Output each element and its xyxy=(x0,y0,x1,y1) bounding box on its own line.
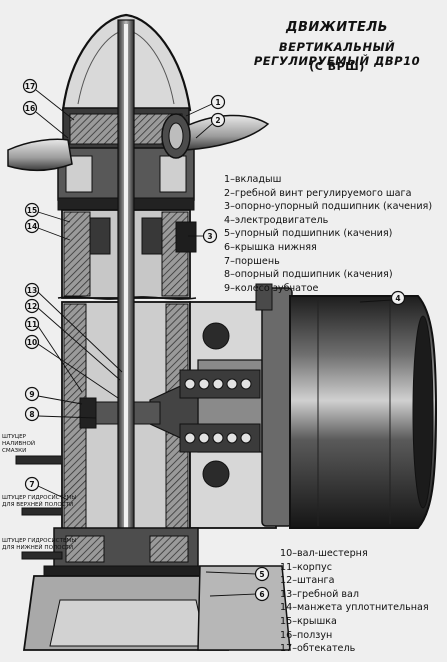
callout-3-number: 3 xyxy=(207,232,212,241)
legend-item-13: 13–гребной вал xyxy=(280,588,360,600)
callout-13: 13 xyxy=(24,282,40,298)
legend-item-5: 5–упорный подшипник (качения) xyxy=(224,228,393,240)
legend-item-11: 11–корпус xyxy=(280,561,332,573)
callout-2: 2 xyxy=(210,112,226,128)
callout-7-number: 7 xyxy=(29,480,34,489)
callout-15: 15 xyxy=(24,202,40,218)
legend-item-15: 15–крышка xyxy=(280,615,337,627)
electric-motor xyxy=(255,283,438,529)
callout-15-number: 15 xyxy=(27,206,37,215)
legend-item-12: 12–штанга xyxy=(280,575,335,587)
callout-12-number: 12 xyxy=(27,302,37,311)
callout-11: 11 xyxy=(24,316,40,332)
label-grease-fitting-2: НАЛИВНОЙ xyxy=(2,440,35,447)
callout-markers: 17 16 1 2 15 14 3 4 13 12 11 10 9 8 7 5 … xyxy=(22,78,406,602)
diagram-title-line-3: (С ВРШ) xyxy=(309,60,365,73)
legend-item-4: 4–электродвигатель xyxy=(224,214,329,226)
hydraulic-fittings xyxy=(15,455,63,560)
callout-3: 3 xyxy=(202,228,218,244)
bottom-housing xyxy=(22,527,291,651)
callout-9: 9 xyxy=(24,386,40,402)
parts-legend-upper: 1–вкладыш 2–гребной винт регулируемого ш… xyxy=(224,173,432,295)
callout-2-number: 2 xyxy=(215,116,220,125)
callout-11-number: 11 xyxy=(27,320,37,329)
callout-5-number: 5 xyxy=(259,570,264,579)
legend-item-14: 14–манжета уплотнительная xyxy=(280,602,429,614)
callout-8: 8 xyxy=(24,406,40,422)
legend-item-7: 7–поршень xyxy=(224,255,280,267)
parts-legend-lower: 10–вал-шестерня 11–корпус 12–штанга 13–г… xyxy=(280,547,429,656)
diagram-title-line-1: ДВИЖИТЕЛЬ xyxy=(285,20,389,35)
callout-5: 5 xyxy=(254,566,270,582)
main-shaft xyxy=(117,19,135,589)
propeller-blades xyxy=(7,113,270,172)
legend-item-9: 9–колесо зубчатое xyxy=(224,282,319,294)
label-upper-fitting-2: ДЛЯ ВЕРХНЕЙ ПОЛОСТИ xyxy=(2,501,73,508)
bevel-gear-set xyxy=(79,369,261,453)
legend-item-16: 16–ползун xyxy=(280,629,333,641)
label-lower-fitting-1: ШТУЦЕР ГИДРОСИСТЕМЫ xyxy=(2,538,76,544)
legend-item-6: 6–крышка нижняя xyxy=(224,241,317,253)
callout-17-number: 17 xyxy=(25,82,35,91)
callout-14: 14 xyxy=(24,218,40,234)
legend-item-8: 8–опорный подшипник (качения) xyxy=(224,269,393,281)
legend-item-2: 2–гребной винт регулируемого шага xyxy=(224,187,412,199)
callout-1: 1 xyxy=(210,94,226,110)
label-lower-fitting-2: ДЛЯ НИЖНЕЙ ПОЛОСТИ xyxy=(2,544,73,551)
label-upper-fitting-1: ШТУЦЕР ГИДРОСИСТЕМЫ xyxy=(2,495,76,501)
callout-16: 16 xyxy=(22,100,38,116)
callout-10: 10 xyxy=(24,334,40,350)
legend-item-1: 1–вкладыш xyxy=(224,174,282,185)
callout-7: 7 xyxy=(24,476,40,492)
diagram-title-line-2: ВЕРТИКАЛЬНЫЙ РЕГУЛИРУЕМЫЙ ДВР10 xyxy=(253,40,421,68)
callout-16-number: 16 xyxy=(25,104,35,113)
callout-4: 4 xyxy=(390,290,406,306)
legend-item-3: 3–опорно-упорный подшипник (качения) xyxy=(224,201,433,213)
callout-14-number: 14 xyxy=(27,222,37,231)
legend-item-17: 17–обтекатель xyxy=(280,643,356,655)
callout-8-number: 8 xyxy=(29,410,34,419)
label-grease-fitting-3: СМАЗКИ xyxy=(2,448,26,454)
callout-1-number: 1 xyxy=(215,98,220,107)
callout-4-number: 4 xyxy=(395,294,400,303)
callout-6: 6 xyxy=(254,586,270,602)
leader-lines xyxy=(35,89,393,597)
callout-10-number: 10 xyxy=(27,338,37,347)
callout-6-number: 6 xyxy=(259,590,264,599)
label-grease-fitting-1: ШТУЦЕР xyxy=(2,434,27,440)
callout-17: 17 xyxy=(22,78,38,94)
callout-13-number: 13 xyxy=(27,286,37,295)
legend-item-10: 10–вал-шестерня xyxy=(280,548,368,559)
callout-9-number: 9 xyxy=(29,390,34,399)
callout-12: 12 xyxy=(24,298,40,314)
